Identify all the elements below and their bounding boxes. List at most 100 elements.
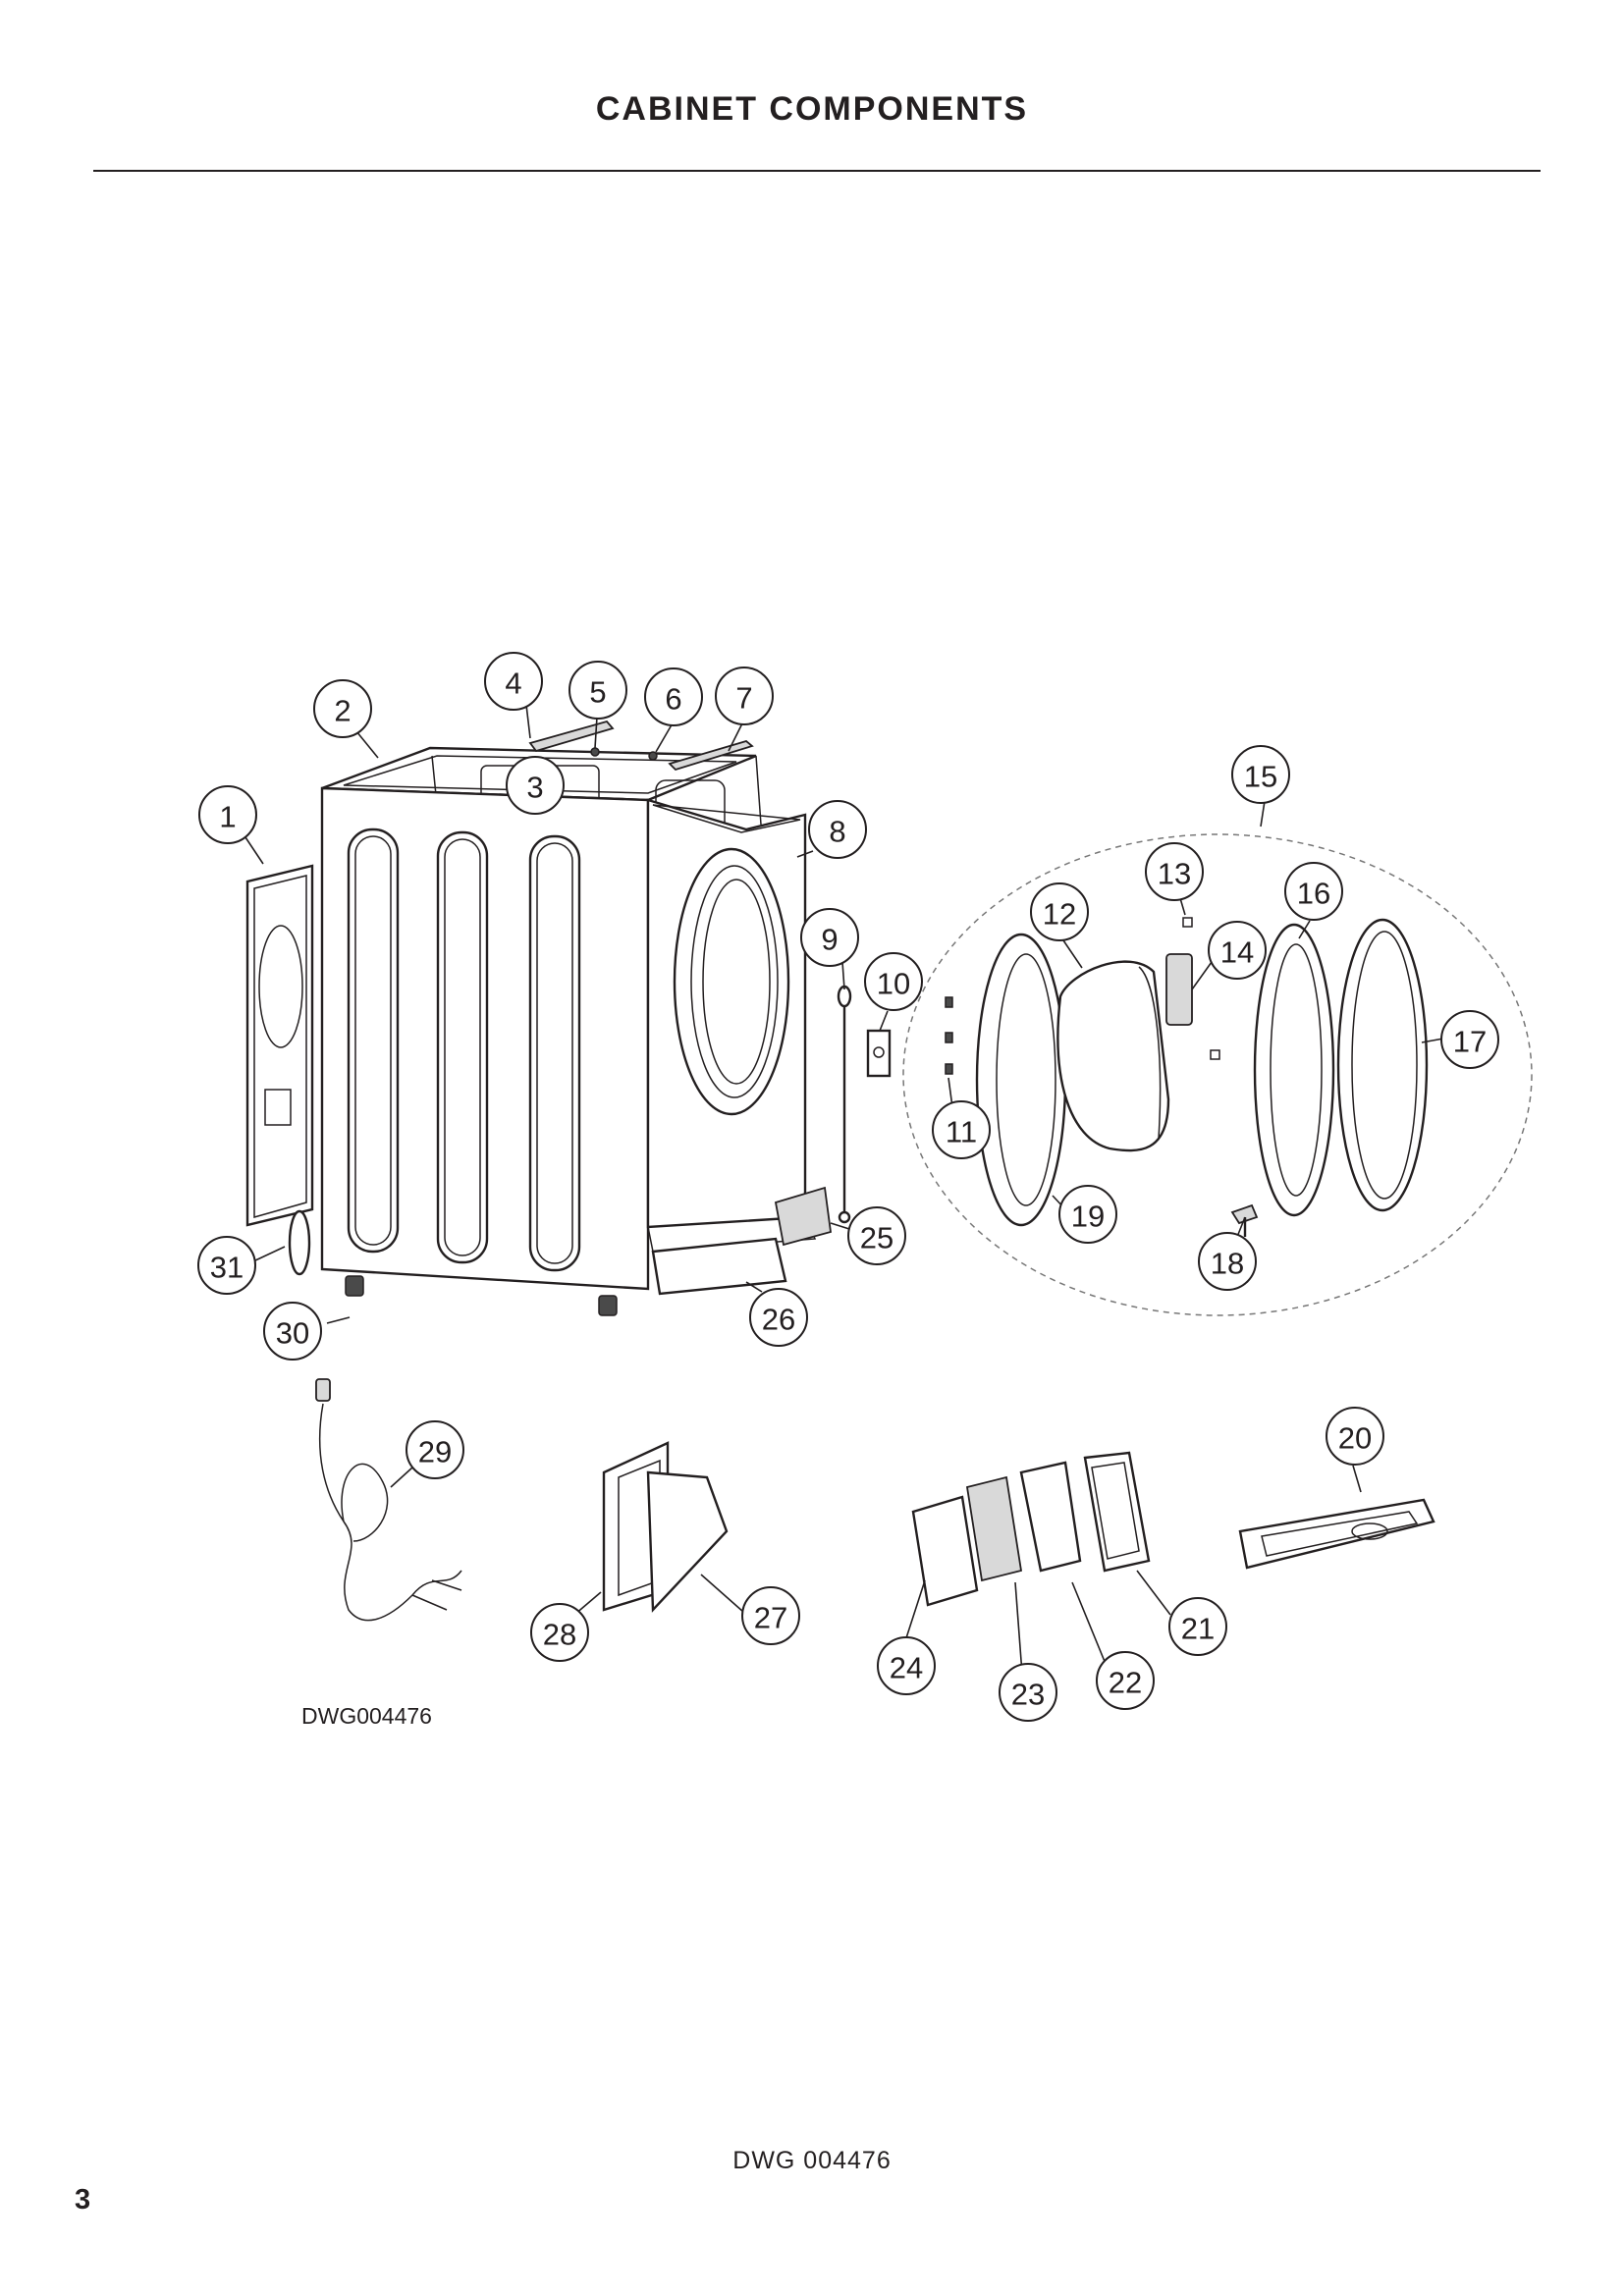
callout-label-1: 1 (219, 800, 236, 834)
callout-label-19: 19 (1071, 1200, 1105, 1234)
cabinet-assembly (245, 720, 892, 1316)
power-cord-29 (315, 1378, 462, 1622)
callout-label-26: 26 (762, 1303, 795, 1337)
pcb-23 (965, 1475, 1023, 1582)
drawing-reference: DWG004476 (301, 1703, 432, 1729)
callout-18: 18 (1198, 1232, 1257, 1291)
foot-30-right (598, 1295, 618, 1316)
callout-29: 29 (406, 1420, 464, 1479)
callout-26: 26 (749, 1288, 808, 1347)
top-rail-4 (528, 720, 615, 753)
callout-6: 6 (644, 667, 703, 726)
callout-15: 15 (1231, 745, 1290, 804)
callout-27: 27 (741, 1586, 800, 1645)
callout-23: 23 (999, 1663, 1057, 1722)
door-assembly (902, 833, 1533, 1316)
page-number: 3 (75, 2184, 91, 2216)
clip-11-a (945, 996, 953, 1008)
bracket-25 (774, 1186, 832, 1247)
callout-label-3: 3 (526, 771, 543, 805)
callout-20: 20 (1326, 1407, 1384, 1466)
callout-14: 14 (1208, 921, 1267, 980)
callout-1: 1 (198, 785, 257, 844)
callout-label-2: 2 (334, 694, 351, 728)
housing-21 (1083, 1451, 1151, 1573)
kick-plate (651, 1237, 787, 1296)
callout-11: 11 (932, 1100, 991, 1159)
callout-10: 10 (864, 952, 923, 1011)
callout-21: 21 (1168, 1597, 1227, 1656)
callout-2: 2 (313, 679, 372, 738)
title-divider (93, 170, 1541, 172)
callout-label-9: 9 (821, 923, 838, 957)
door-trim-17 (1336, 918, 1429, 1212)
board-22 (1019, 1461, 1082, 1573)
callout-label-18: 18 (1211, 1247, 1244, 1281)
callout-label-25: 25 (860, 1221, 893, 1255)
callout-28: 28 (530, 1603, 589, 1662)
callout-label-17: 17 (1453, 1025, 1487, 1059)
callout-label-14: 14 (1220, 935, 1254, 970)
callout-24: 24 (877, 1636, 936, 1695)
callout-31: 31 (197, 1236, 256, 1295)
callout-19: 19 (1058, 1185, 1117, 1244)
top-rail-7 (668, 740, 754, 772)
callout-label-31: 31 (210, 1251, 244, 1285)
hinge-14 (1165, 953, 1193, 1026)
footer-drawing-reference: DWG 004476 (732, 2147, 892, 2174)
callout-13: 13 (1145, 842, 1204, 901)
rear-panel (245, 864, 314, 1227)
base-plate-20 (1238, 1498, 1435, 1570)
callout-12: 12 (1030, 882, 1089, 941)
callout-25: 25 (847, 1206, 906, 1265)
callout-label-29: 29 (418, 1435, 452, 1469)
clip-11-b (945, 1032, 953, 1043)
callout-label-13: 13 (1158, 857, 1191, 891)
door-group-outline (902, 833, 1533, 1316)
callout-label-20: 20 (1338, 1421, 1372, 1456)
callout-7: 7 (715, 667, 774, 725)
callout-30: 30 (263, 1302, 322, 1361)
callout-label-7: 7 (735, 681, 752, 716)
clip-11-c (945, 1063, 953, 1075)
callout-4: 4 (484, 652, 543, 711)
callout-8: 8 (808, 800, 867, 859)
callout-label-28: 28 (543, 1618, 576, 1652)
screw-5 (590, 747, 600, 757)
callout-22: 22 (1096, 1651, 1155, 1710)
callout-label-8: 8 (829, 815, 845, 849)
page-title: CABINET COMPONENTS (595, 90, 1029, 128)
leader-lines (244, 704, 1444, 1675)
callout-label-4: 4 (505, 667, 521, 701)
callout-label-6: 6 (665, 682, 681, 717)
module-24 (911, 1495, 979, 1607)
plate-10 (866, 1029, 892, 1078)
callout-label-10: 10 (877, 967, 910, 1001)
callout-label-5: 5 (589, 675, 606, 710)
callout-label-16: 16 (1297, 877, 1330, 911)
callout-label-23: 23 (1011, 1678, 1045, 1712)
door-ring-19 (975, 933, 1067, 1227)
callout-16: 16 (1284, 862, 1343, 921)
disc-31 (288, 1209, 311, 1276)
callout-5: 5 (568, 661, 627, 720)
callout-label-12: 12 (1043, 897, 1076, 932)
screw-6 (648, 751, 658, 761)
callout-label-15: 15 (1244, 760, 1277, 794)
callout-17: 17 (1440, 1010, 1499, 1069)
callout-9: 9 (800, 908, 859, 967)
callout-label-22: 22 (1109, 1666, 1142, 1700)
foot-30-left (345, 1275, 364, 1297)
pin-18 (1230, 1203, 1259, 1225)
door-glass-12 (1056, 960, 1170, 1152)
facia-27 (646, 1470, 729, 1613)
callout-label-11: 11 (946, 1115, 977, 1149)
callout-label-24: 24 (890, 1651, 923, 1685)
callout-label-27: 27 (754, 1601, 787, 1635)
callout-3: 3 (506, 756, 565, 815)
door-opening (673, 847, 790, 1116)
callout-label-21: 21 (1181, 1612, 1215, 1646)
callout-label-30: 30 (276, 1316, 309, 1351)
block-13 (1182, 917, 1193, 928)
